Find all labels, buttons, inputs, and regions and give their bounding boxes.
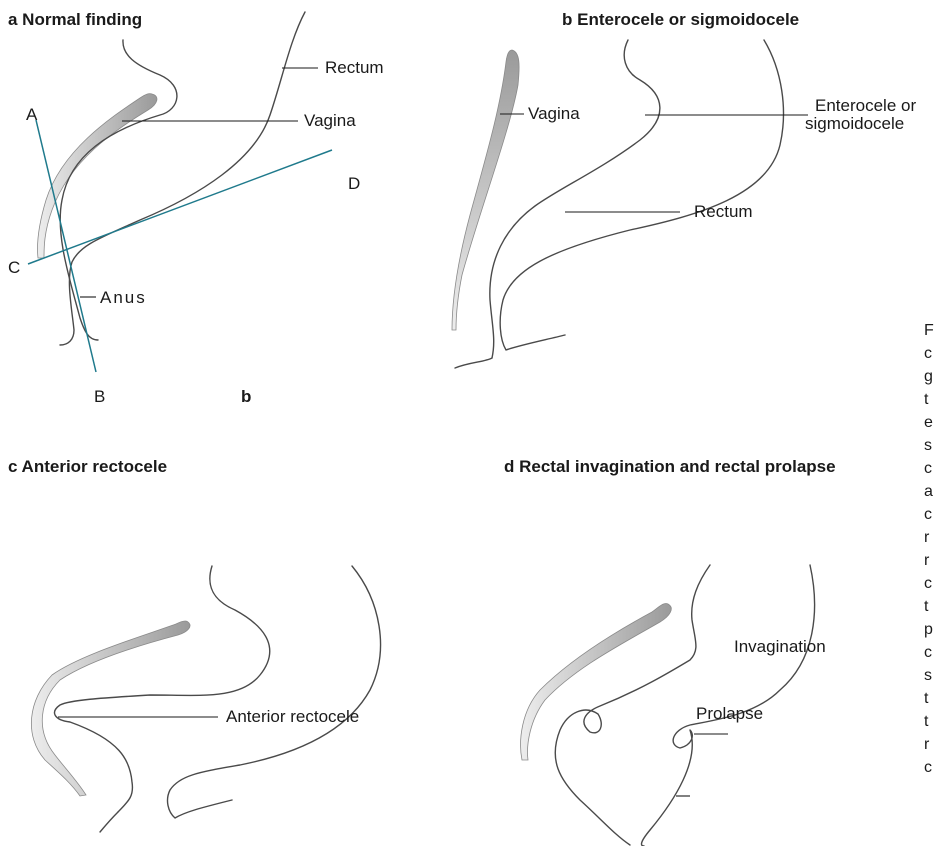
side-char: t: [924, 598, 929, 615]
side-char: s: [924, 667, 932, 684]
rectum-label-b: Rectum: [694, 202, 753, 221]
axis-point-b: B: [94, 387, 106, 406]
side-char: c: [924, 759, 932, 776]
rectal-wall-b: [499, 39, 785, 351]
side-char: c: [924, 460, 932, 477]
axis-line-ab: [35, 119, 97, 373]
panel-d-title: d Rectal invagination and rectal prolaps…: [504, 457, 836, 476]
perineum-b: [454, 357, 493, 369]
side-char: t: [924, 690, 929, 707]
posterior-rectal-wall-d: [640, 564, 816, 846]
side-char: F: [924, 322, 934, 339]
anus-label-a: Anus: [100, 288, 147, 307]
side-char: t: [924, 713, 929, 730]
side-char: c: [924, 575, 932, 592]
side-char: a: [924, 483, 933, 500]
anterior-rectal-wall-a: [59, 39, 178, 341]
panel-b-drawing: [451, 39, 808, 369]
panel-a-title: a Normal finding: [8, 10, 143, 29]
invagination-label-d: Invagination: [734, 637, 826, 656]
panel-d-drawing: [520, 564, 816, 846]
stray-letter-b: b: [241, 387, 252, 406]
side-char: t: [924, 391, 929, 408]
side-char: p: [924, 621, 933, 638]
vagina-shape-c: [30, 620, 191, 797]
axis-point-c: C: [8, 258, 21, 277]
side-char: r: [924, 529, 930, 546]
panel-c-drawing: [30, 565, 382, 833]
enterocele-wall-b: [489, 39, 661, 359]
perineum-c: [99, 811, 119, 833]
side-char: r: [924, 736, 930, 753]
vagina-label-a: Vagina: [304, 111, 356, 130]
rectocele-label-c: Anterior rectocele: [226, 707, 360, 726]
enterocele-label-line2: sigmoidocele: [805, 114, 905, 133]
vagina-label-b: Vagina: [528, 104, 580, 123]
side-char: s: [924, 437, 932, 454]
enterocele-label-line1: Enterocele or: [815, 96, 917, 115]
panel-a-drawing: [27, 11, 333, 373]
side-char: g: [924, 368, 933, 385]
panel-c-title: c Anterior rectocele: [8, 457, 168, 476]
axis-point-d: D: [348, 174, 361, 193]
panel-b-title: b Enterocele or sigmoidocele: [562, 10, 800, 29]
side-char: c: [924, 506, 932, 523]
side-char: r: [924, 552, 930, 569]
side-char: c: [924, 345, 932, 362]
vagina-shape-b: [451, 49, 520, 331]
side-char: c: [924, 644, 932, 661]
posterior-rectal-wall-c: [166, 565, 382, 819]
anterior-rectal-wall-c: [53, 565, 271, 813]
vagina-shape-a: [37, 93, 158, 259]
vagina-shape-d: [520, 603, 672, 761]
axis-line-cd: [27, 149, 333, 265]
prolapse-label-d: Prolapse: [696, 704, 764, 723]
anterior-rectal-wall-d: [554, 564, 711, 846]
posterior-rectal-wall-a: [59, 11, 306, 346]
axis-point-a: A: [26, 105, 38, 124]
rectum-label-a: Rectum: [325, 58, 384, 77]
side-char: e: [924, 414, 933, 431]
